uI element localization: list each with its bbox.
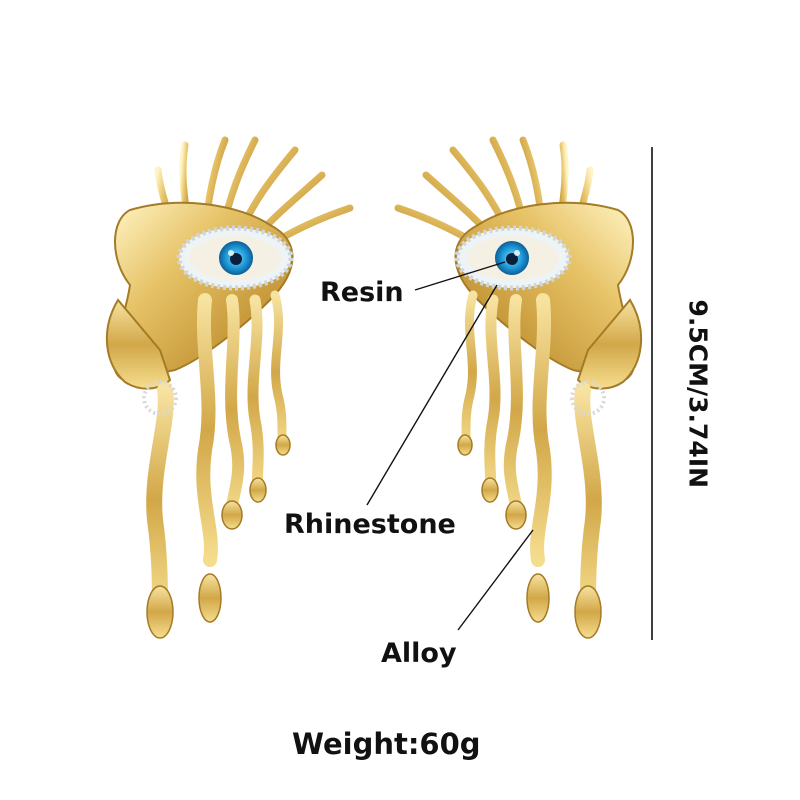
resin-label: Resin — [320, 277, 404, 308]
weight-label: Weight:60g — [292, 727, 481, 761]
rhinestone-label: Rhinestone — [284, 509, 456, 540]
resin-leader-line — [414, 261, 506, 291]
rhinestone-leader-line — [366, 284, 498, 506]
alloy-label: Alloy — [381, 638, 457, 669]
left-earring — [107, 140, 350, 638]
right-earring — [398, 140, 641, 638]
dimension-label: 9.5CM/3.74IN — [683, 299, 713, 489]
alloy-leader-line — [457, 529, 534, 631]
